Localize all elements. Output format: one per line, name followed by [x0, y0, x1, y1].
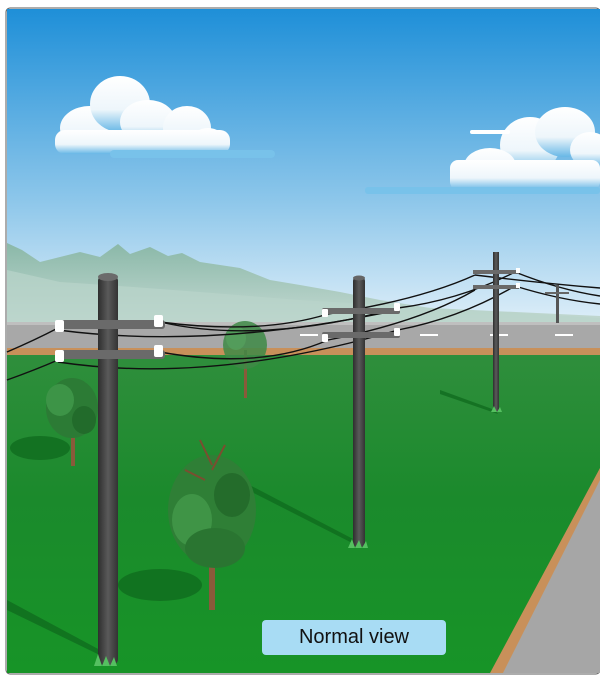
tree-icon [168, 439, 256, 610]
caption-label: Normal view [262, 620, 446, 655]
cloud-icon [55, 76, 275, 158]
utility-pole-icon [545, 285, 569, 323]
utility-pole-icon [322, 275, 400, 548]
cloud-icon [365, 107, 600, 194]
utility-pole-icon [473, 252, 520, 412]
utility-pole-icon [55, 273, 165, 666]
tree-icon [46, 378, 98, 466]
